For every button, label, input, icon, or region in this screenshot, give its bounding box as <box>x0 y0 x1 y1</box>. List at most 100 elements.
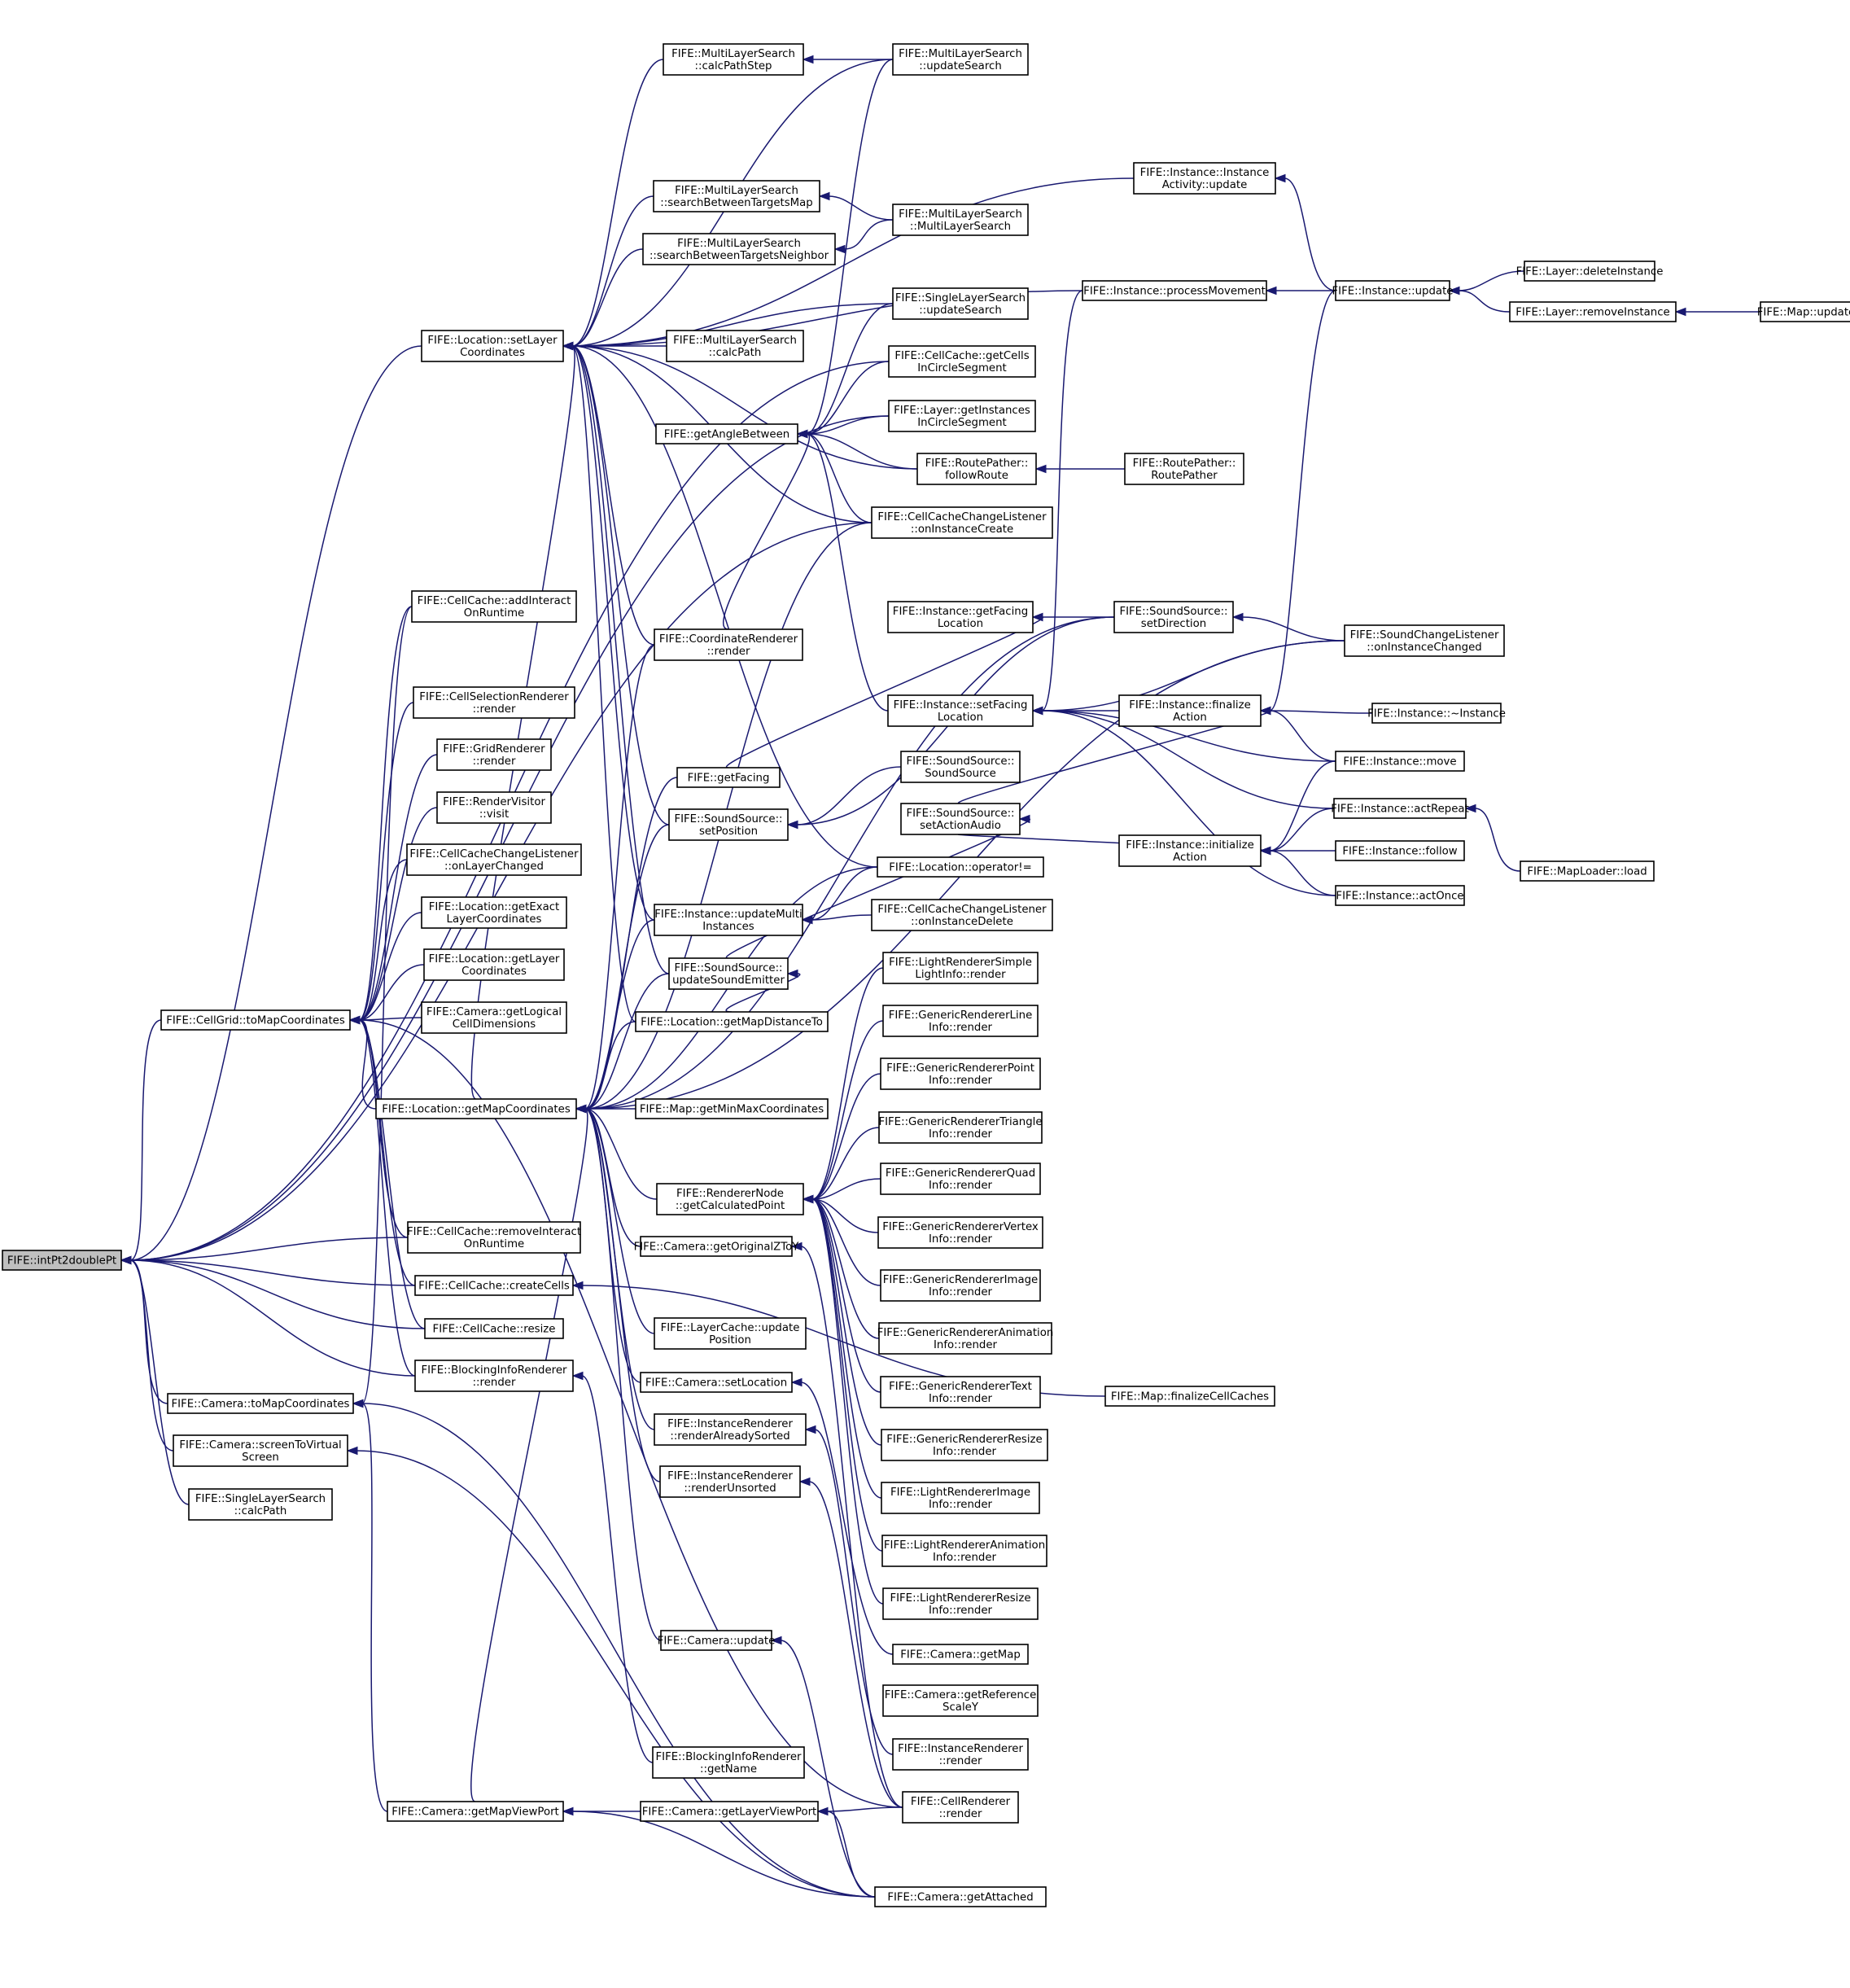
function-node[interactable]: FIFE::RoutePather::followRoute <box>916 453 1037 485</box>
function-node[interactable]: FIFE::SoundSource::setDirection <box>1113 601 1234 633</box>
function-node[interactable]: FIFE::MultiLayerSearch::searchBetweenTar… <box>642 233 836 265</box>
function-node[interactable]: FIFE::intPt2doublePt <box>2 1250 122 1271</box>
node-box <box>1509 301 1677 322</box>
function-node[interactable]: FIFE::CellCacheChangeListener::onInstanc… <box>871 899 1053 931</box>
function-node[interactable]: FIFE::CellGrid::toMapCoordinates <box>160 1009 351 1031</box>
function-node[interactable]: FIFE::LightRendererSimpleLightInfo::rend… <box>882 952 1039 984</box>
node-box <box>375 1098 577 1119</box>
function-node[interactable]: FIFE::Map::finalizeCellCaches <box>1104 1386 1275 1407</box>
function-node[interactable]: FIFE::SoundSource::updateSoundEmitter <box>668 957 789 990</box>
function-node[interactable]: FIFE::Instance::move <box>1335 751 1465 772</box>
function-node[interactable]: FIFE::SoundSource::SoundSource <box>900 751 1021 783</box>
function-node[interactable]: FIFE::Instance::follow <box>1335 840 1465 861</box>
function-node[interactable]: FIFE::Map::update <box>1757 301 1850 322</box>
function-node[interactable]: FIFE::getAngleBetween <box>655 423 798 444</box>
function-node[interactable]: FIFE::CellCacheChangeListener::onLayerCh… <box>406 843 582 876</box>
function-node[interactable]: FIFE::Camera::getLayerViewPort <box>640 1801 819 1822</box>
function-node[interactable]: FIFE::CellSelectionRenderer::render <box>413 686 575 719</box>
function-node[interactable]: FIFE::SingleLayerSearch::updateSearch <box>892 287 1029 320</box>
function-node[interactable]: FIFE::Camera::getMap <box>892 1644 1029 1665</box>
function-node[interactable]: FIFE::MultiLayerSearch::calcPath <box>666 330 804 362</box>
call-edge <box>129 345 422 1261</box>
function-node[interactable]: FIFE::CellCacheChangeListener::onInstanc… <box>871 506 1053 539</box>
function-node[interactable]: FIFE::Camera::getMapViewPort <box>387 1801 564 1822</box>
node-label: InCircleSegment <box>917 362 1007 374</box>
function-node[interactable]: FIFE::Map::getMinMaxCoordinates <box>635 1098 829 1119</box>
function-node[interactable]: FIFE::Instance::actRepeat <box>1331 798 1469 819</box>
function-node[interactable]: FIFE::InstanceRenderer::render <box>892 1738 1029 1771</box>
node-box <box>676 767 781 788</box>
function-node[interactable]: FIFE::SoundSource::setActionAudio <box>900 803 1021 835</box>
function-node[interactable]: FIFE::GridRenderer::render <box>436 738 552 771</box>
function-node[interactable]: FIFE::SoundSource::setPosition <box>668 808 789 841</box>
function-node[interactable]: FIFE::BlockingInfoRenderer::render <box>414 1360 574 1392</box>
node-label: FIFE::Camera::screenToVirtual <box>179 1439 341 1452</box>
function-node[interactable]: FIFE::RendererNode::getCalculatedPoint <box>656 1183 804 1215</box>
function-node[interactable]: FIFE::Location::operator!= <box>877 856 1044 878</box>
function-node[interactable]: FIFE::SoundChangeListener::onInstanceCha… <box>1344 624 1505 657</box>
call-edge-arrowhead <box>346 1446 358 1456</box>
function-node[interactable]: FIFE::Camera::getOriginalZToY <box>634 1236 800 1257</box>
function-node[interactable]: FIFE::Layer::removeInstance <box>1509 301 1677 322</box>
node-box <box>1371 703 1502 724</box>
function-node[interactable]: FIFE::GenericRendererTriangleInfo::rende… <box>878 1111 1043 1144</box>
function-node[interactable]: FIFE::Camera::getAttached <box>874 1886 1047 1907</box>
function-node[interactable]: FIFE::InstanceRenderer::renderUnsorted <box>659 1465 801 1498</box>
function-node[interactable]: FIFE::SingleLayerSearch::calcPath <box>188 1488 333 1521</box>
function-node[interactable]: FIFE::MultiLayerSearch::MultiLayerSearch <box>892 204 1029 236</box>
function-node[interactable]: FIFE::CellCache::createCells <box>414 1275 574 1296</box>
function-node[interactable]: FIFE::CellRenderer::render <box>902 1791 1019 1824</box>
node-box <box>160 1009 351 1031</box>
function-node[interactable]: FIFE::CellCache::resize <box>424 1318 564 1339</box>
function-node[interactable]: FIFE::Camera::update <box>658 1630 776 1651</box>
function-node[interactable]: FIFE::BlockingInfoRenderer::getName <box>652 1746 805 1779</box>
function-node[interactable]: FIFE::Camera::setLocation <box>640 1372 793 1393</box>
function-node[interactable]: FIFE::InstanceRenderer::renderAlreadySor… <box>654 1413 807 1446</box>
function-node[interactable]: FIFE::GenericRendererAnimationInfo::rend… <box>877 1322 1054 1355</box>
function-node[interactable]: FIFE::Layer::deleteInstance <box>1516 261 1664 282</box>
node-box <box>882 952 1039 984</box>
function-node[interactable]: FIFE::RenderVisitor::visit <box>436 791 552 824</box>
function-node[interactable]: FIFE::Instance::processMovement <box>1082 280 1267 301</box>
function-node[interactable]: FIFE::RoutePather::RoutePather <box>1124 453 1244 485</box>
function-node[interactable]: FIFE::CoordinateRenderer::render <box>654 628 803 661</box>
function-node[interactable]: FIFE::Camera::toMapCoordinates <box>167 1393 354 1414</box>
function-node[interactable]: FIFE::MultiLayerSearch::updateSearch <box>892 43 1029 76</box>
function-node[interactable]: FIFE::getFacing <box>676 767 781 788</box>
function-node[interactable]: FIFE::Instance::~Instance <box>1367 703 1506 724</box>
function-node[interactable]: FIFE::Location::getMapCoordinates <box>375 1098 577 1119</box>
function-node[interactable]: FIFE::MultiLayerSearch::searchBetweenTar… <box>653 180 820 212</box>
function-node[interactable]: FIFE::Instance::update <box>1332 280 1454 301</box>
function-node[interactable]: FIFE::MapLoader::load <box>1520 860 1655 882</box>
function-node[interactable]: FIFE::MultiLayerSearch::calcPathStep <box>663 43 804 76</box>
function-node[interactable]: FIFE::Location::getMapDistanceTo <box>635 1011 829 1032</box>
function-node[interactable]: FIFE::Instance::actOnce <box>1335 885 1465 906</box>
